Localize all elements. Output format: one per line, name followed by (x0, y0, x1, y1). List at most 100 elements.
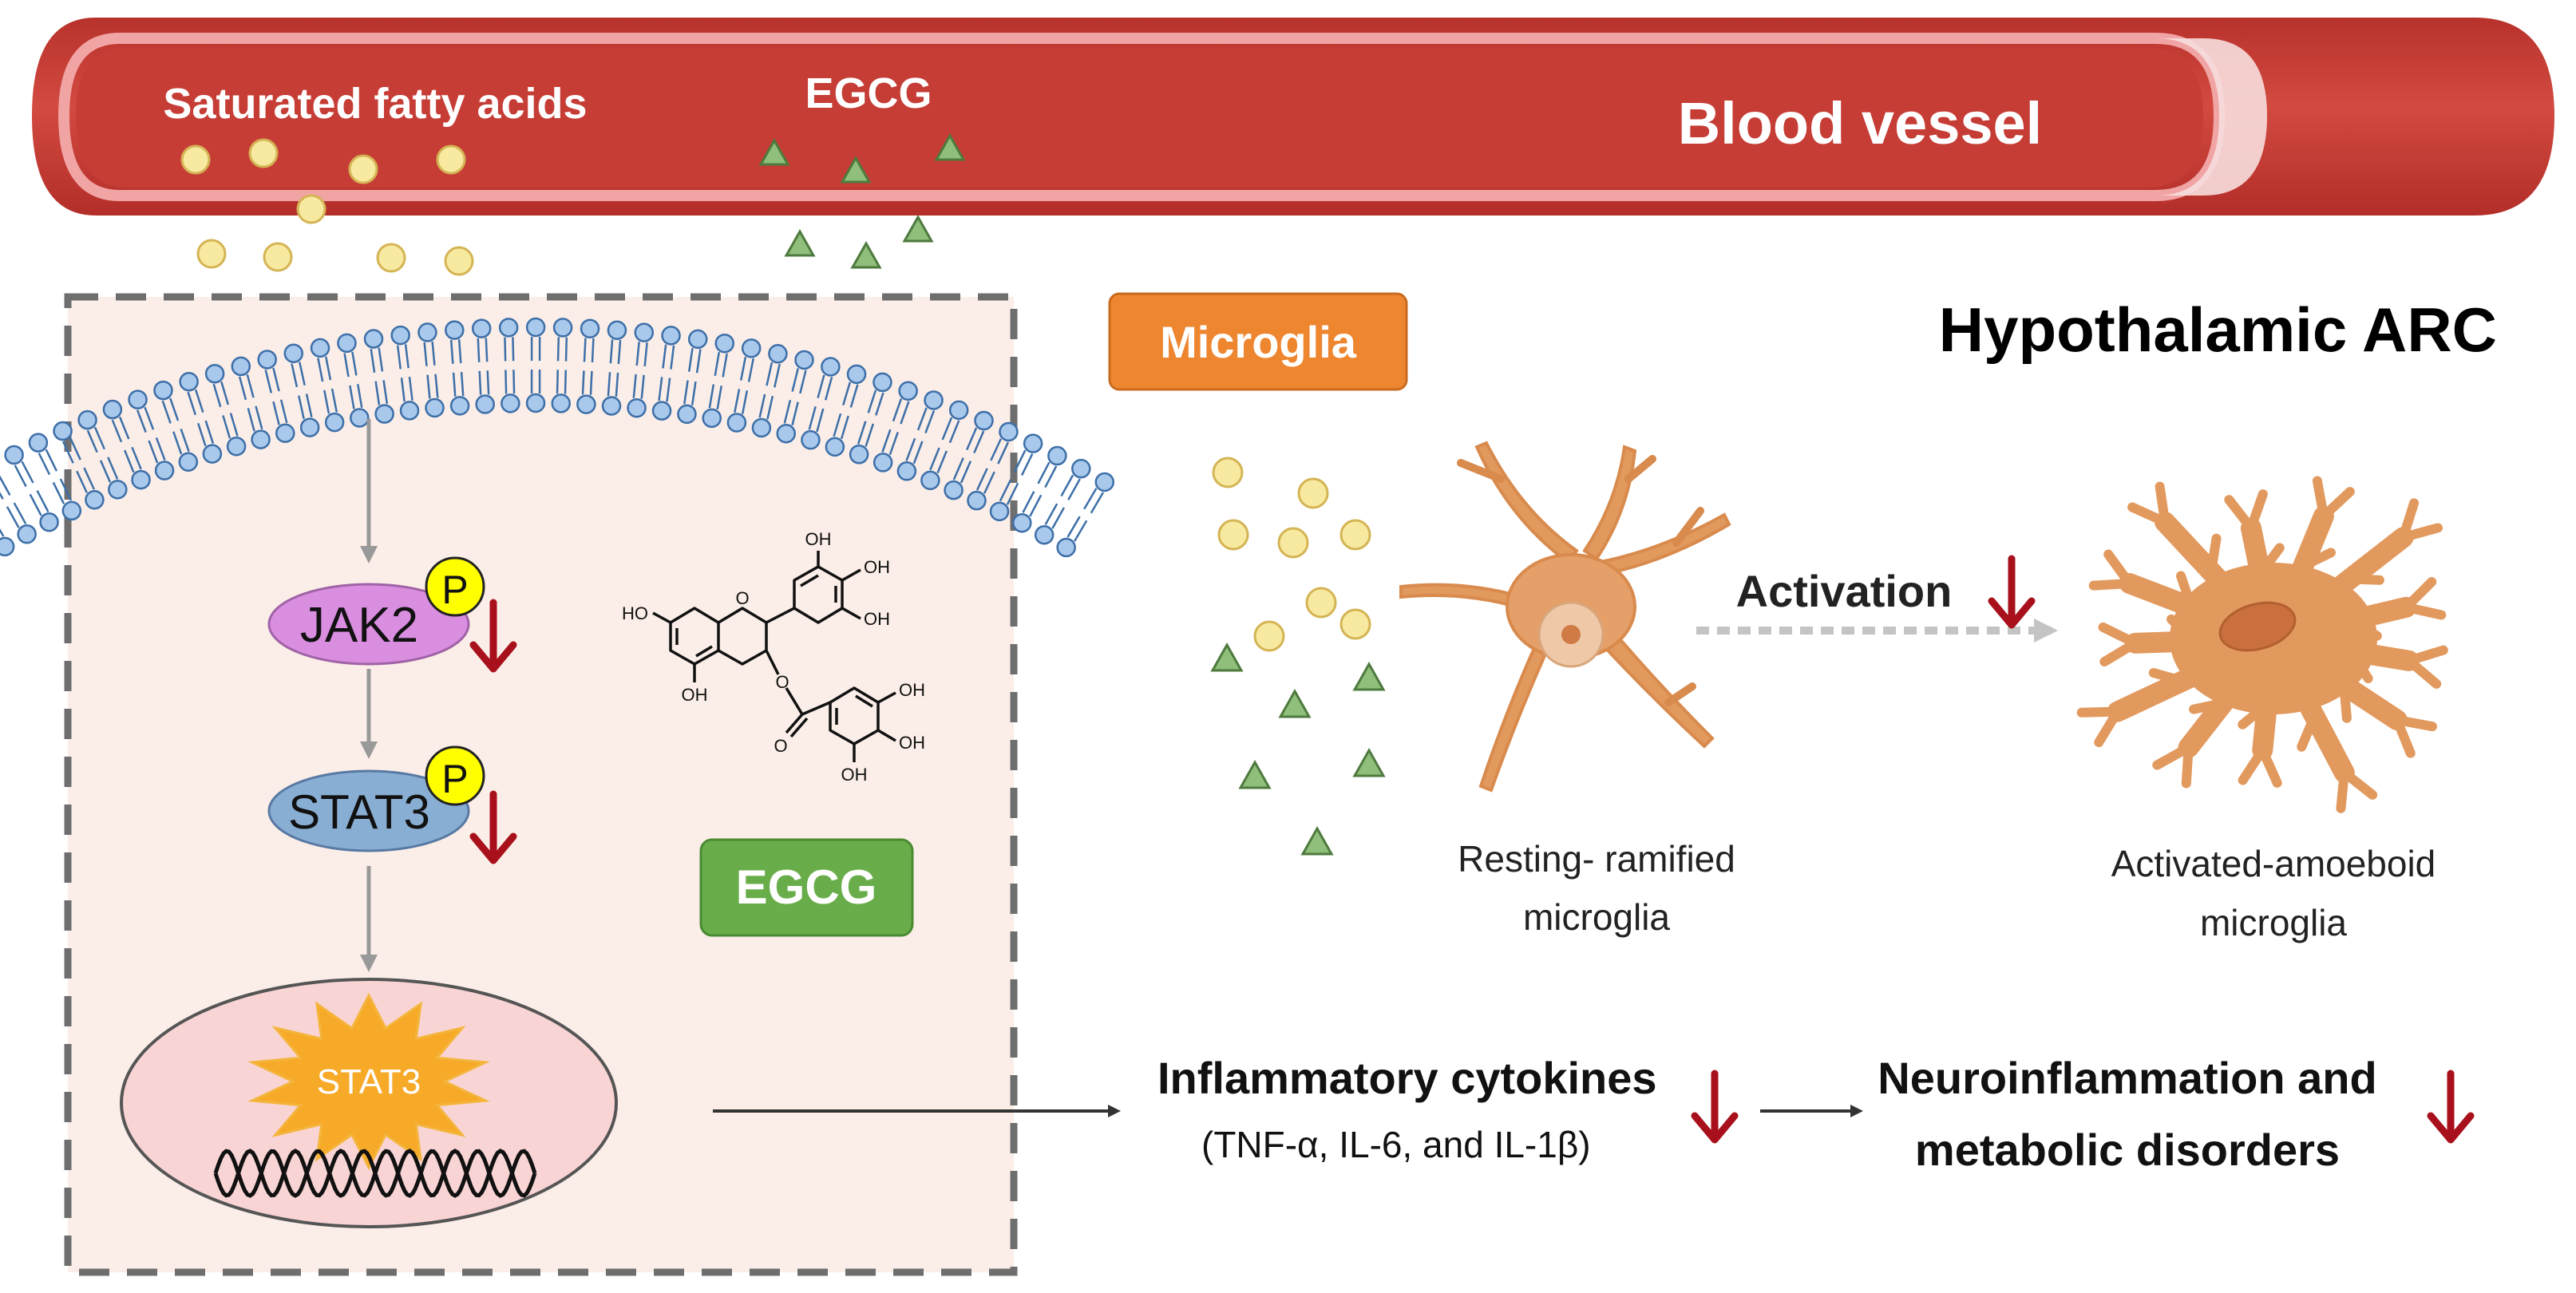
lipid-head (53, 421, 73, 441)
lipid-head (525, 393, 546, 413)
nucleus: STAT3 (120, 978, 618, 1228)
lipid-head (475, 394, 495, 414)
lipid-tail (247, 408, 255, 432)
lipid-head (801, 429, 821, 450)
resting-microglia-label-line1: Resting- ramified (1458, 838, 1735, 880)
lipid-tail (1044, 503, 1058, 525)
lipid-tail (45, 449, 58, 472)
lipid-head (920, 470, 940, 491)
lipid-tail (323, 389, 330, 414)
process-tip (2318, 487, 2355, 521)
lipid-head (257, 350, 277, 370)
lipid-tail (1051, 507, 1066, 529)
lipid-tail (975, 468, 988, 491)
lipid-tail (960, 461, 972, 484)
lipid-tail (583, 338, 587, 362)
process-tip (2398, 498, 2420, 543)
lipid-tail (865, 423, 875, 447)
lipid-tail (936, 450, 948, 474)
lipid-tail (0, 528, 5, 537)
process-tip (2392, 714, 2416, 758)
lipid-tail (382, 380, 389, 405)
lipid-tail (556, 370, 560, 394)
lipid-tail (172, 431, 183, 455)
lipid-head (471, 318, 492, 338)
lipid-head (1071, 458, 1091, 479)
lipid-head (417, 322, 437, 342)
stat3-starburst-icon (247, 992, 490, 1171)
lipid-tail (161, 400, 172, 424)
lipid-tail (617, 340, 622, 365)
lipid-tail (609, 339, 614, 364)
lipid-tail (431, 341, 436, 366)
lipid-head (552, 318, 573, 338)
lipid-tail (168, 397, 180, 421)
lipid-tail (144, 406, 155, 430)
lipid-tail (29, 493, 42, 516)
oh-label: OH (899, 680, 925, 700)
process-tip (2127, 502, 2170, 528)
lipid-tail (632, 374, 637, 398)
lipid-tail (400, 378, 406, 402)
lipid-tail (1037, 461, 1051, 484)
oh-label: OH (682, 685, 708, 705)
lipid-tail (291, 363, 299, 388)
lipid-head (178, 452, 199, 472)
lipid-head (1023, 433, 1043, 453)
lipid-tail (396, 345, 402, 370)
lipid-head (1056, 537, 1076, 558)
lipid-tail (1006, 482, 1019, 505)
lipid-tail (916, 407, 928, 431)
lipid-head (0, 536, 15, 557)
lipid-head (948, 400, 969, 421)
lipid-head (924, 390, 944, 410)
o-label: O (735, 588, 749, 608)
process-tip (2246, 489, 2268, 533)
lipid-tail (662, 344, 667, 369)
resting-microglia-label-line2: microglia (1523, 896, 1670, 938)
neuroinflammation-line1: Neuroinflammation and (1878, 1053, 2376, 1103)
process-spine (2189, 698, 2230, 714)
process-tip (2404, 655, 2442, 689)
process-tip (2224, 495, 2256, 533)
lipid-tail (229, 413, 239, 437)
lipid-head (226, 437, 247, 457)
lipid-head (896, 461, 917, 481)
oh-label: OH (805, 529, 832, 549)
lipid-tail (449, 339, 454, 364)
lipid-head (445, 320, 465, 340)
lipid-tail (857, 421, 867, 445)
lipid-head (989, 501, 1010, 522)
cell-membrane (0, 317, 1115, 558)
lipid-head (741, 338, 762, 358)
lipid-tail (643, 342, 648, 367)
process-tip (2392, 714, 2437, 732)
lipid-head (607, 320, 627, 341)
jak2-decrease-arrow (469, 599, 517, 673)
process-tip (2088, 578, 2135, 591)
egcg-badge-label: EGCG (736, 860, 877, 914)
lipid-tail (1060, 474, 1074, 497)
lipid-tail (892, 398, 903, 422)
lipid-tail (404, 344, 410, 369)
dna-strand (213, 1149, 537, 1198)
lipid-tail (505, 370, 508, 394)
lipid-tail (187, 391, 197, 416)
lipid-head (944, 480, 964, 500)
lipid-head (794, 350, 814, 370)
lipid-tail (589, 370, 593, 395)
jak2-node: JAK2 P (267, 556, 485, 666)
lipid-tail (136, 409, 147, 433)
hypothalamic-arc-title: Hypothalamic ARC (1939, 295, 2497, 365)
lipid-tail (615, 372, 619, 397)
stat3-phospho-label: P (441, 757, 468, 801)
lipid-head (179, 371, 199, 392)
egcg-molecule-labels: OH OH OH HO OH O O O OH OH OH (622, 529, 925, 785)
process-spine (2206, 533, 2222, 575)
lipid-head (821, 357, 841, 377)
lipid-tail (246, 374, 255, 398)
lipid-tail (741, 390, 749, 414)
lipid-tail (180, 429, 190, 453)
stat3-decrease-arrow (469, 790, 517, 864)
activation-decrease-arrow (1988, 555, 2036, 629)
